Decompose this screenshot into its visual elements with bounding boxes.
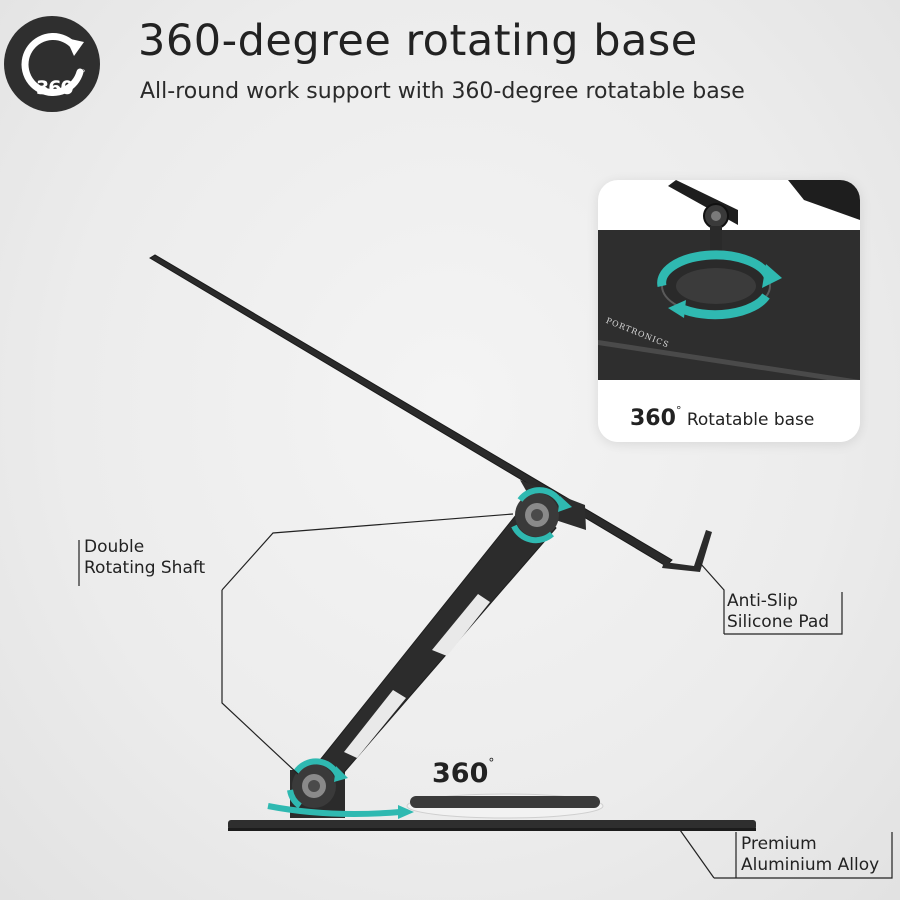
- leader-alloy: [714, 832, 893, 879]
- page-title: 360-degree rotating base: [138, 16, 698, 66]
- rotatable-base-inset: PORTRONICS 360° Rotatable base: [598, 180, 860, 442]
- base-rotation-number: 360: [432, 758, 489, 789]
- badge-degree: °: [81, 69, 86, 79]
- callout-double-rotating-shaft: Double Rotating Shaft: [84, 537, 205, 579]
- callout-shaft-line1: Double: [84, 537, 145, 557]
- upper-rotate-arrow-icon: [517, 487, 565, 508]
- callout-pad-line2: Silicone Pad: [727, 612, 830, 632]
- base-rotation-label: 360°: [432, 756, 495, 789]
- inset-caption-text: Rotatable base: [686, 410, 815, 430]
- callout-alloy-line1: Premium: [741, 834, 817, 854]
- inset-base-illustration: [598, 180, 860, 442]
- rotate-arrow-icon: [21, 33, 84, 96]
- leader-pad: [724, 592, 843, 635]
- laptop-tray: [149, 254, 673, 567]
- inset-caption-degree: °: [675, 404, 682, 417]
- page-subtitle: All-round work support with 360-degree r…: [140, 79, 745, 104]
- anti-slip-hook: [662, 530, 712, 572]
- arm-slot-lower: [344, 690, 406, 758]
- callout-anti-slip-pad: Anti-Slip Silicone Pad: [727, 591, 829, 633]
- lower-rotate-arrow-icon: [293, 758, 341, 778]
- badge-text: 360: [36, 77, 74, 99]
- base-plate: [228, 820, 756, 830]
- inset-caption-number: 360: [630, 406, 676, 431]
- arm-slot-upper: [432, 594, 490, 656]
- callout-leaders: [78, 513, 893, 879]
- inset-rotate-arrow-icon: [657, 250, 773, 287]
- rotation-badge: 360 °: [4, 16, 100, 112]
- base-plate-edge: [228, 828, 756, 831]
- callout-alloy-line2: Aluminium Alloy: [741, 855, 880, 875]
- support-arm: [295, 499, 557, 801]
- callout-aluminium-alloy: Premium Aluminium Alloy: [741, 834, 879, 876]
- callout-shaft-line2: Rotating Shaft: [84, 558, 206, 578]
- base-disc-top: [410, 796, 600, 808]
- callout-pad-line1: Anti-Slip: [727, 591, 798, 611]
- base-rotate-arrow-icon: [267, 803, 401, 817]
- base-rotation-degree: °: [488, 756, 495, 770]
- inset-caption: 360° Rotatable base: [630, 404, 815, 431]
